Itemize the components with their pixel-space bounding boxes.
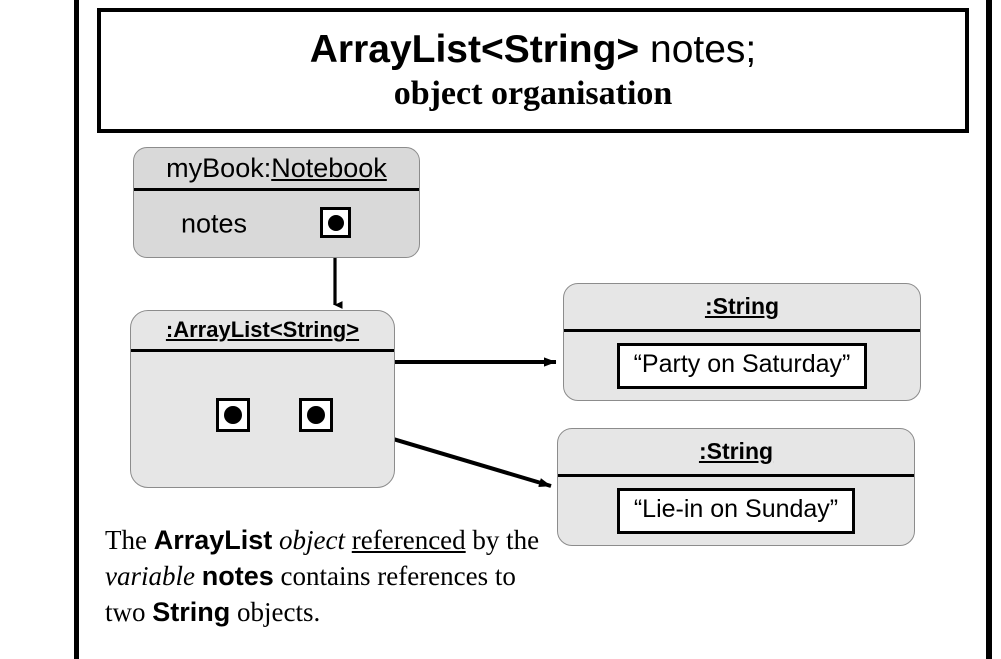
caption-fragment-1: The [105,525,154,555]
reference-dot-icon-slot-0[interactable] [216,398,250,432]
object-header-notebook: myBook:Notebook [134,148,419,191]
caption-fragment-space-2 [195,561,202,591]
object-instance-name: myBook: [166,152,272,183]
diagram-caption: The ArrayList object referenced by the v… [105,522,555,630]
object-box-notebook[interactable]: myBook:Notebook notes [133,147,420,258]
caption-fragment-2: by the [465,525,540,555]
title-plain-fragment: notes; [639,27,757,71]
caption-fragment-variable: variable [105,561,195,591]
object-body-string-0: “Party on Saturday” [564,332,920,400]
object-body-arraylist [131,352,394,487]
caption-fragment-referenced: referenced [351,525,466,555]
page-left-rule [74,0,79,659]
caption-fragment-3: contains references to two [105,561,516,627]
slide-title-line-2: object organisation [393,74,673,112]
reference-dot-icon-slot-1[interactable] [299,398,333,432]
object-box-string-0[interactable]: :String “Party on Saturday” [563,283,921,401]
caption-fragment-notes: notes [201,561,274,591]
reference-dot-icon-notes[interactable] [320,207,351,238]
object-body-string-1: “Lie-in on Sunday” [558,477,914,545]
object-class-name-string-1: :String [698,438,774,464]
object-header-string-1: :String [558,429,914,477]
object-class-name-string-0: :String [704,293,780,319]
caption-fragment-4: objects. [230,597,321,627]
title-code-fragment: ArrayList<String> [309,27,640,71]
object-class-name: Notebook [271,152,387,183]
field-label-notes: notes [181,208,248,238]
page-right-rule [986,0,992,659]
slide-title-box: ArrayList<String> notes; object organisa… [97,8,969,133]
caption-fragment-space-1 [345,525,352,555]
object-header-arraylist: :ArrayList<String> [131,311,394,352]
caption-fragment-arraylist: ArrayList [153,525,273,555]
object-class-name-arraylist: :ArrayList<String> [165,317,360,342]
string-value-0: “Party on Saturday” [616,343,868,389]
object-header-string-0: :String [564,284,920,332]
object-body-notebook: notes [134,191,419,256]
object-box-arraylist[interactable]: :ArrayList<String> [130,310,395,488]
slide-title-line-1: ArrayList<String> notes; [310,27,757,73]
caption-fragment-string: String [152,597,231,627]
caption-fragment-object: object [272,525,346,555]
string-value-1: “Lie-in on Sunday” [616,488,856,534]
object-box-string-1[interactable]: :String “Lie-in on Sunday” [557,428,915,546]
